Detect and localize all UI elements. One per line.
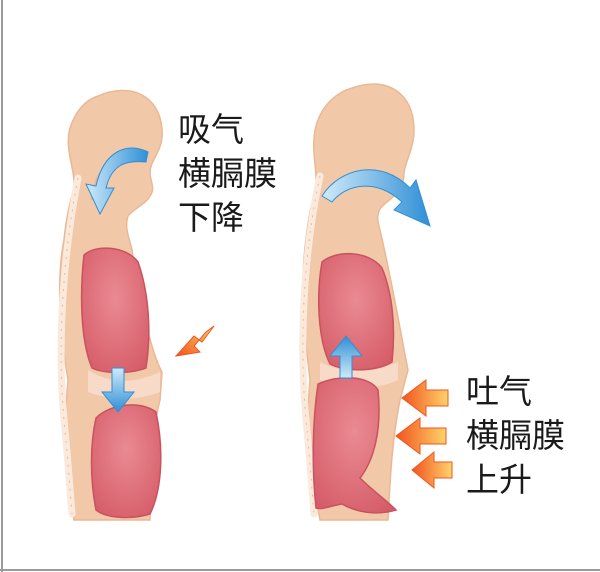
exhale-lung	[317, 252, 395, 371]
diaphragm-up-arrow	[328, 335, 364, 379]
inhale-abdomen-arrow	[174, 325, 215, 357]
exhale-abdomen-arrow-3	[411, 450, 453, 490]
diaphragm-down-arrow	[100, 367, 136, 413]
exhale-abdomen-arrow-2	[395, 417, 447, 455]
inhale-caption-line-1: 吸气	[178, 110, 244, 149]
inhale-caption-line-2: 横膈膜	[178, 154, 277, 193]
exhale-caption-line-3: 上升	[466, 460, 532, 499]
exhale-figure	[299, 83, 453, 521]
inhale-caption: 吸气 横膈膜 下降	[178, 108, 277, 240]
exhale-stomach	[312, 377, 398, 514]
inhale-figure	[57, 89, 215, 521]
exhale-caption-line-2: 横膈膜	[466, 416, 565, 455]
inhale-caption-line-3: 下降	[178, 198, 244, 237]
inhale-air-arrow	[85, 147, 149, 216]
exhale-spine	[299, 172, 324, 518]
inhale-lung	[80, 247, 150, 374]
exhale-caption: 吐气 横膈膜 上升	[466, 370, 565, 502]
inhale-stomach	[90, 404, 162, 519]
exhale-air-arrow	[321, 169, 431, 227]
exhale-caption-line-1: 吐气	[466, 372, 532, 411]
exhale-abdomen-arrow-1	[401, 379, 449, 417]
